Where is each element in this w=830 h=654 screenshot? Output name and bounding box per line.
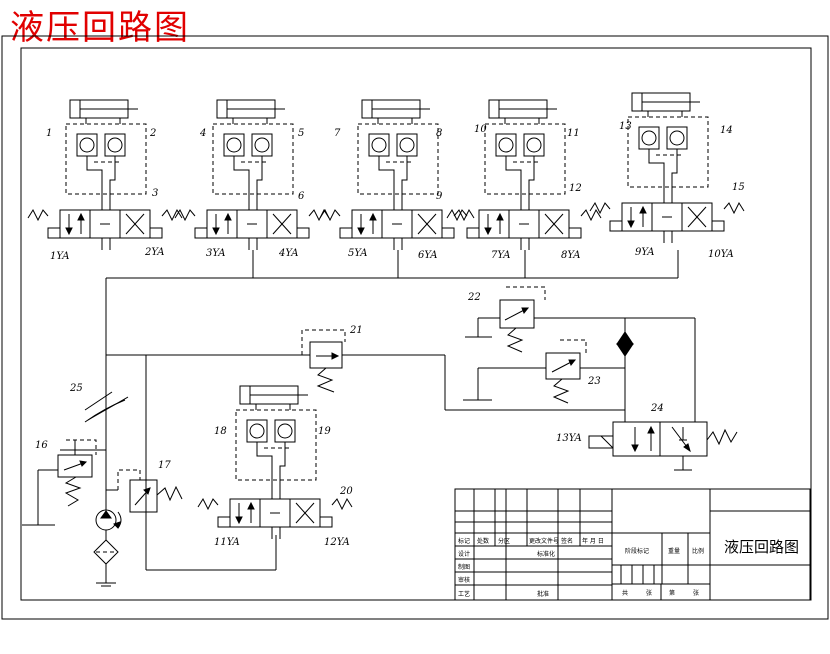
solenoid-7YA: 7YA [491,250,510,261]
tb-sheet-b: 张 [693,589,699,597]
tb-approve: 批准 [537,590,549,598]
label-14: 14 [720,125,733,136]
pressure-valve-17 [117,469,183,513]
label-11: 11 [567,128,580,139]
label-17: 17 [158,460,171,471]
tb-weight: 重量 [668,547,680,555]
label-9: 9 [436,191,443,202]
label-1: 1 [46,128,52,139]
label-21: 21 [349,325,363,336]
component-labels: 1 2 3 4 5 6 7 8 9 10 11 12 13 14 15 16 1… [35,121,745,548]
title-block: 标记 处数 分区 更改文件号 签名 年 月 日 设计 标准化 制图 审核 工艺 … [454,488,811,601]
tb-count: 处数 [477,537,489,545]
label-19: 19 [318,426,331,437]
tb-scale: 比例 [692,547,704,555]
label-4: 4 [199,128,206,139]
unit-6 [197,385,353,539]
solenoid-6YA: 6YA [418,250,437,261]
relief-valve-23 [463,339,625,404]
tb-standard: 标准化 [537,550,555,558]
tb-mark: 标记 [458,537,470,545]
label-23: 23 [587,376,601,387]
solenoid-3YA: 3YA [206,248,225,259]
solenoid-9YA: 9YA [635,247,654,258]
label-8: 8 [436,128,442,139]
directional-valve-24 [588,421,738,471]
cylinder-units [27,92,745,539]
label-5: 5 [298,128,304,139]
label-24: 24 [650,403,664,414]
outer-frame [1,35,829,620]
tb-drawing-name: 液压回路图 [724,538,799,556]
relief-valve-16 [22,439,97,526]
label-20: 20 [339,486,353,497]
unit-5 [589,92,745,243]
tb-sheet-a: 张 [646,589,652,597]
page-title: 液压回路图 [10,8,190,48]
relief-valve-22 [465,286,696,422]
label-10: 10 [474,124,487,135]
label-3: 3 [152,188,158,199]
inner-frame [20,47,812,601]
label-16: 16 [35,440,48,451]
tb-drawing: 制图 [458,563,470,571]
solenoid-10YA: 10YA [708,249,734,260]
tb-zone: 分区 [498,537,510,545]
solenoid-8YA: 8YA [561,250,580,261]
label-12: 12 [569,183,582,194]
label-6: 6 [298,191,305,202]
tb-craft: 工艺 [458,590,470,598]
solenoid-13YA: 13YA [556,433,582,444]
check-valve [616,318,634,422]
unit-3 [319,99,475,250]
unit-1 [27,99,183,250]
tb-stage: 阶段标记 [625,547,649,555]
solenoid-5YA: 5YA [348,248,367,259]
label-7: 7 [334,128,341,139]
solenoid-2YA: 2YA [144,247,164,258]
reducing-valve-21 [301,329,346,393]
pump-group [93,509,122,587]
tb-no: 第 [669,589,675,597]
label-2: 2 [149,128,156,139]
tb-sign: 签名 [561,537,573,545]
solenoid-4YA: 4YA [278,248,298,259]
label-18: 18 [214,426,227,437]
pressure-lines [60,250,679,571]
tb-date: 年 月 日 [582,537,604,545]
tb-review: 审核 [458,576,470,584]
label-25: 25 [69,383,83,394]
solenoid-11YA: 11YA [214,537,240,548]
unit-4 [446,99,602,250]
unit-2 [174,99,330,250]
tb-design: 设计 [458,550,470,558]
label-13: 13 [619,121,632,132]
solenoid-12YA: 12YA [324,537,350,548]
throttle-25 [84,391,129,423]
label-22: 22 [467,292,481,303]
label-15: 15 [732,182,745,193]
tb-change-doc: 更改文件号 [529,537,559,545]
tb-total: 共 [622,589,628,597]
solenoid-1YA: 1YA [50,251,69,262]
